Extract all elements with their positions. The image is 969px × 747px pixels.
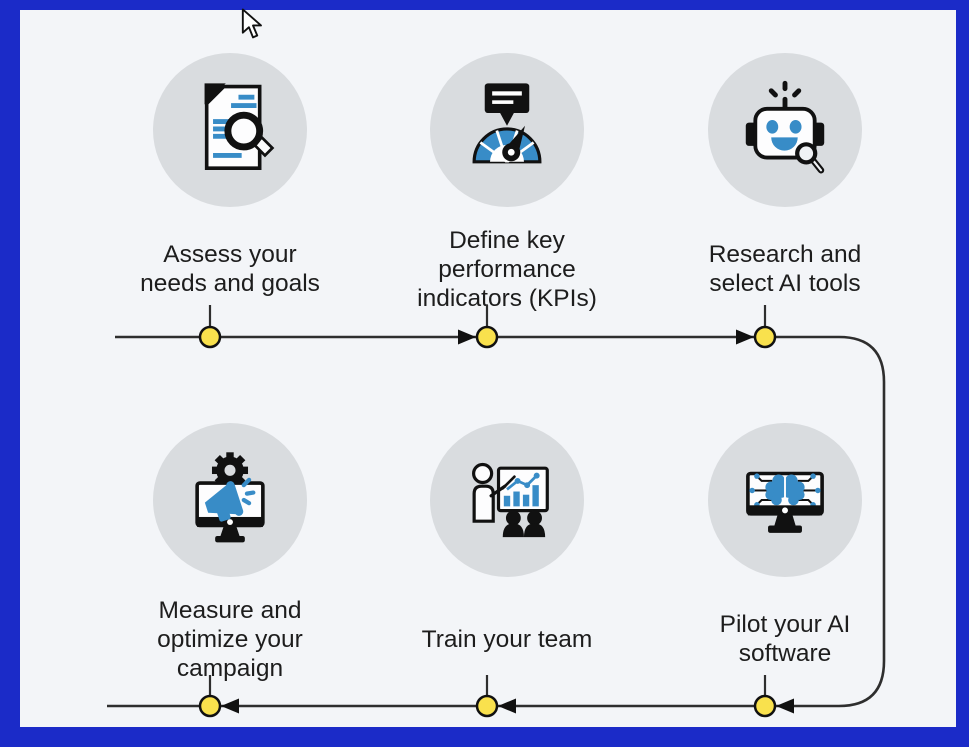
speedometer-bubble-icon bbox=[472, 83, 542, 164]
monitor-megaphone-gear-icon bbox=[195, 452, 265, 543]
icon-circle bbox=[430, 423, 584, 577]
icon-circle bbox=[430, 53, 584, 207]
document-magnifier-icon bbox=[204, 83, 275, 170]
presenter-chart-icon bbox=[472, 462, 549, 538]
icon-circle bbox=[708, 423, 862, 577]
monitor-brain-circuit-icon bbox=[746, 471, 824, 533]
robot-magnifier-icon bbox=[745, 80, 825, 174]
step-train-team: Train your team bbox=[395, 423, 619, 685]
icon-circle bbox=[153, 53, 307, 207]
step-label: Research and select AI tools bbox=[708, 241, 862, 297]
step-assess-needs: Assess your needs and goals bbox=[118, 53, 342, 315]
step-label: Pilot your AI software bbox=[719, 611, 851, 667]
step-label: Train your team bbox=[421, 625, 593, 653]
step-label: Measure and optimize your campaign bbox=[157, 596, 303, 682]
step-label: Define key performance indicators (KPIs) bbox=[417, 226, 597, 312]
step-pilot-software: Pilot your AI software bbox=[673, 423, 897, 685]
diagram-canvas: Assess your needs and goals bbox=[20, 10, 956, 727]
step-define-kpis: Define key performance indicators (KPIs) bbox=[395, 53, 619, 315]
icon-circle bbox=[708, 53, 862, 207]
step-label: Assess your needs and goals bbox=[140, 241, 320, 297]
icon-circle bbox=[153, 423, 307, 577]
step-measure-optimize: Measure and optimize your campaign bbox=[118, 423, 342, 685]
step-research-tools: Research and select AI tools bbox=[673, 53, 897, 315]
